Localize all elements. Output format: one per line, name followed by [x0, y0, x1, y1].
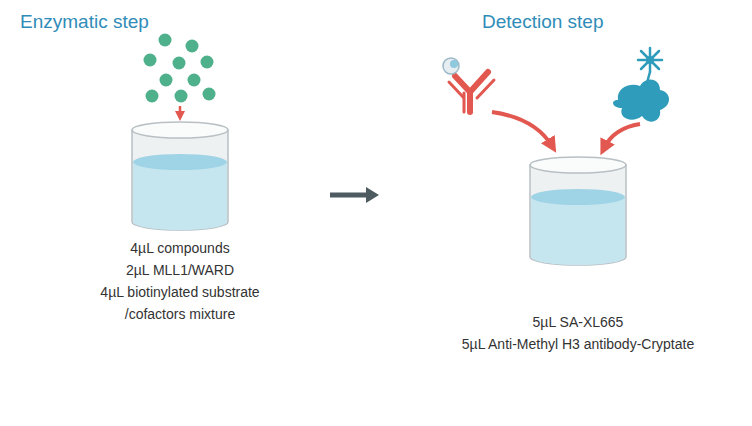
well-liquid: [133, 162, 227, 230]
dot: [173, 57, 186, 70]
step-heading: Enzymatic step: [20, 10, 149, 34]
add-arrow: [604, 124, 640, 148]
step-arrow: [330, 187, 379, 203]
antibody-stem: [467, 92, 473, 112]
reagent-label: 5µL SA-XL665: [418, 311, 738, 333]
dot: [201, 56, 214, 69]
dot: [186, 40, 199, 53]
streptavidin-body: [613, 80, 669, 122]
dot: [146, 90, 159, 103]
step-panel: Enzymatic step 4µL compounds2µL MLL1/WARD…: [12, 8, 327, 338]
step-heading: Detection step: [482, 10, 603, 34]
well-body: [530, 165, 626, 265]
dot: [144, 54, 157, 67]
dot: [203, 88, 216, 101]
reagent-label: 2µL MLL1/WARD: [80, 259, 280, 281]
antibody-arm: [477, 80, 494, 98]
liquid-surface: [531, 189, 625, 205]
cryptate-core: [450, 60, 458, 68]
compound-dots: [144, 34, 216, 103]
well-liquid: [531, 197, 625, 265]
antibody-arm: [449, 82, 463, 97]
cryptate-label: [443, 58, 459, 74]
reagent-label: 5µL Anti-Methyl H3 antibody-Cryptate: [418, 333, 738, 355]
arrow-shaft: [330, 193, 366, 198]
well-rim: [132, 122, 228, 138]
dot: [159, 34, 172, 47]
pour-arrow: [179, 106, 182, 116]
antibody-cryptate: [449, 72, 494, 112]
xl665-core: [646, 56, 654, 64]
dot: [175, 90, 188, 103]
well-right: [530, 157, 626, 265]
liquid-surface: [133, 154, 227, 170]
step-panel: Detection step 5µL SA-XL6655µL Anti-Methy…: [382, 8, 742, 359]
xl665-star: [638, 48, 662, 86]
well-left: [132, 122, 228, 230]
dot: [160, 74, 173, 87]
add-arrow: [492, 112, 552, 146]
well-body: [132, 130, 228, 230]
reagent-label: 4µL biotinylated substrate /cofactors mi…: [80, 281, 280, 325]
well-rim: [530, 157, 626, 173]
dot: [188, 74, 201, 87]
reagent-label: 4µL compounds: [80, 237, 280, 259]
arrow-head: [366, 187, 379, 203]
sa-xl665: [613, 48, 669, 122]
